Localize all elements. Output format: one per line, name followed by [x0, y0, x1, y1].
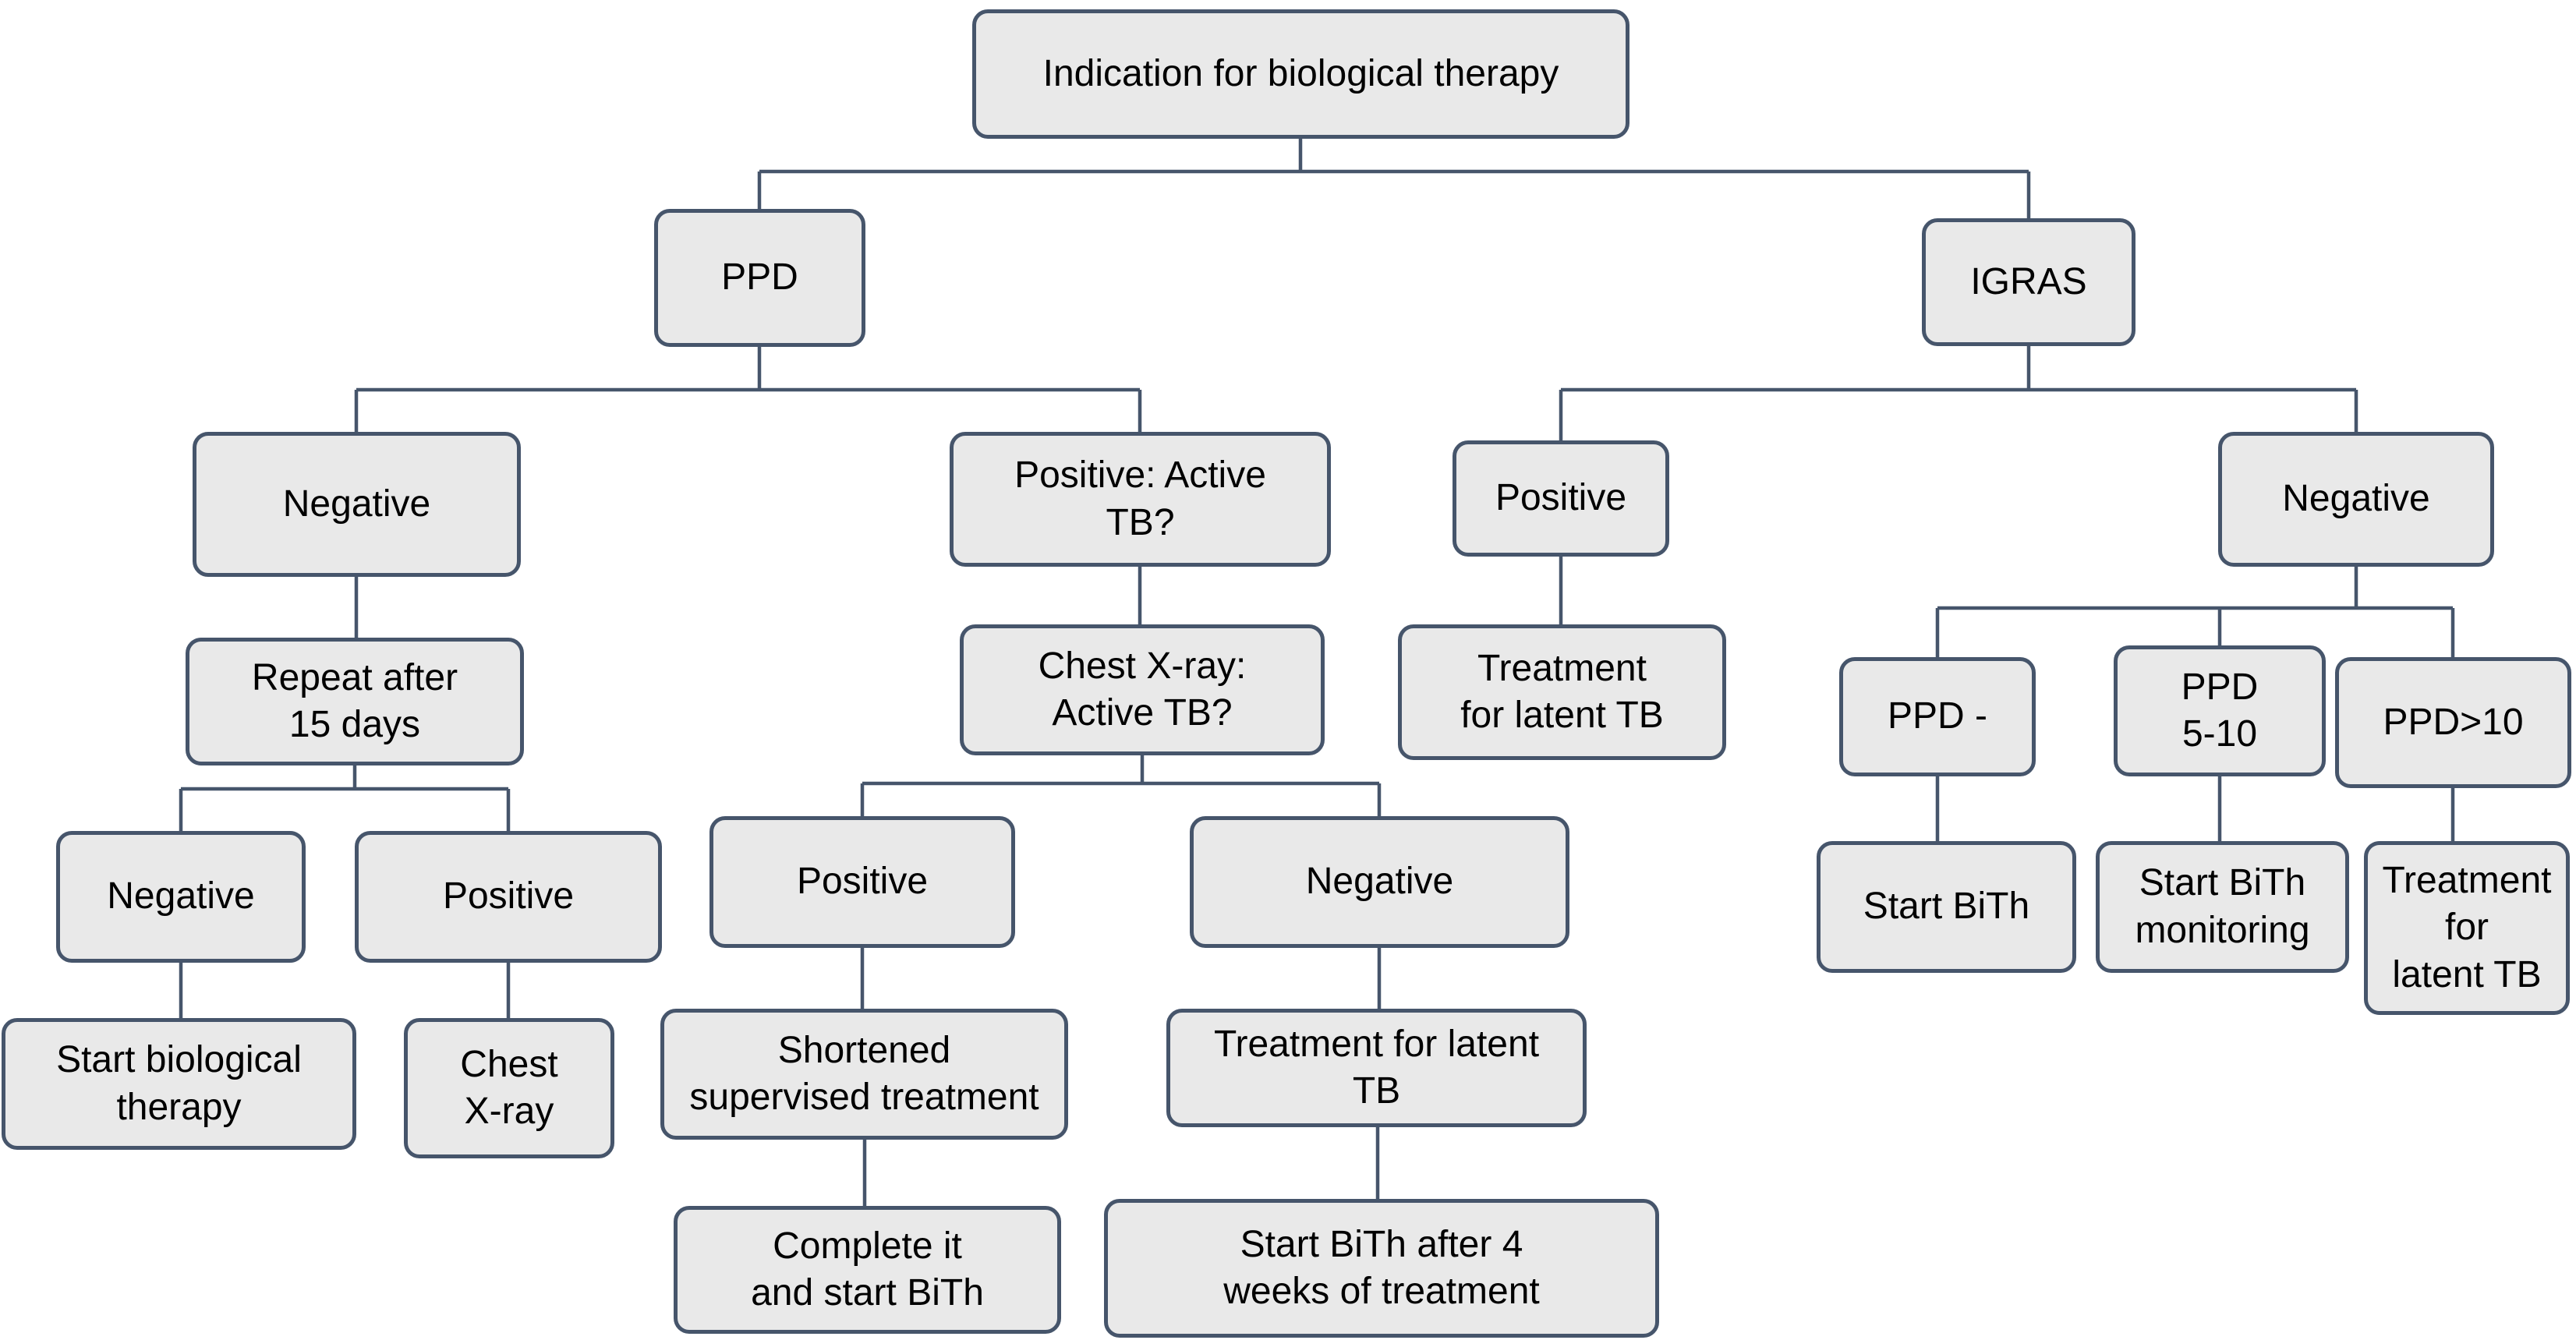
node-start-bith-after-4-weeks: Start BiTh after 4 weeks of treatment	[1104, 1199, 1659, 1338]
node-ppd-negative: Negative	[193, 432, 521, 577]
node-igras-negative: Negative	[2218, 432, 2494, 567]
node-treatment-for-latent-tb-right: Treatment for latent TB	[2364, 841, 2570, 1015]
node-treatment-for-latent-tb-mid: Treatment for latent TB	[1166, 1009, 1587, 1127]
connector-igras-negative-to-ppd-branches	[1935, 567, 2455, 657]
connector-chest-xray-active-tb-to-positive-and-negative	[860, 755, 1382, 816]
node-shortened-supervised-treatment: Shortened supervised treatment	[660, 1009, 1068, 1140]
node-complete-it-and-start-bith: Complete it and start BiTh	[674, 1206, 1061, 1334]
node-repeat-positive: Positive	[355, 831, 662, 963]
node-chest-xray: Chest X-ray	[404, 1018, 614, 1158]
connector-ppd-to-negative-and-positive	[354, 347, 1142, 432]
node-igras: IGRAS	[1922, 218, 2135, 346]
node-start-biological-therapy: Start biological therapy	[2, 1018, 356, 1150]
node-ppd-positive-active-tb: Positive: Active TB?	[950, 432, 1331, 567]
node-start-bith: Start BiTh	[1817, 841, 2076, 973]
node-ppd-minus: PPD -	[1839, 657, 2036, 776]
node-start-bith-monitoring: Start BiTh monitoring	[2096, 841, 2349, 973]
node-repeat-negative: Negative	[56, 831, 306, 963]
node-indication-for-biological-therapy: Indication for biological therapy	[972, 9, 1629, 139]
node-ppd-greater-than-10: PPD>10	[2335, 657, 2571, 788]
node-chest-xray-active-tb: Chest X-ray: Active TB?	[960, 624, 1325, 755]
node-cxr-positive: Positive	[709, 816, 1015, 948]
connector-repeat-to-negative-and-positive	[179, 765, 511, 831]
connector-igras-to-positive-and-negative	[1559, 346, 2358, 440]
node-cxr-negative: Negative	[1190, 816, 1569, 948]
connector-root-to-ppd-and-igras	[757, 139, 2031, 218]
node-repeat-after-15-days: Repeat after 15 days	[186, 638, 524, 765]
node-treatment-for-latent-tb-igras: Treatment for latent TB	[1398, 624, 1726, 760]
node-ppd: PPD	[654, 209, 865, 347]
node-ppd-5-10: PPD 5-10	[2114, 645, 2326, 776]
node-igras-positive: Positive	[1453, 440, 1669, 557]
